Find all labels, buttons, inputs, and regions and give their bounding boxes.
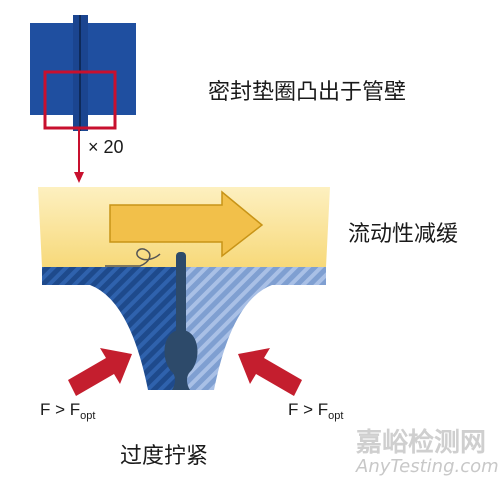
label-protrusion: 密封垫圈凸出于管壁 xyxy=(208,80,407,105)
label-magnification: × 20 xyxy=(88,137,124,157)
label-force-left: F > Fopt xyxy=(40,400,96,422)
pipe-wall-left xyxy=(42,267,180,390)
flow-arrow xyxy=(109,190,264,258)
zoom-pointer xyxy=(74,128,84,183)
force-arrow-right xyxy=(238,348,302,396)
watermark-cn: 嘉峪检测网 xyxy=(356,428,487,458)
label-force-right: F > Fopt xyxy=(288,400,344,422)
label-overtightening: 过度拧紧 xyxy=(120,444,209,469)
turbulence-swirl xyxy=(122,248,161,267)
gasket-profile xyxy=(164,252,198,390)
pipe-wall-right xyxy=(180,267,326,390)
watermark-en: AnyTesting.com xyxy=(356,456,499,477)
label-flow-reduction: 流动性减缓 xyxy=(348,222,459,247)
force-arrow-left xyxy=(68,348,132,396)
